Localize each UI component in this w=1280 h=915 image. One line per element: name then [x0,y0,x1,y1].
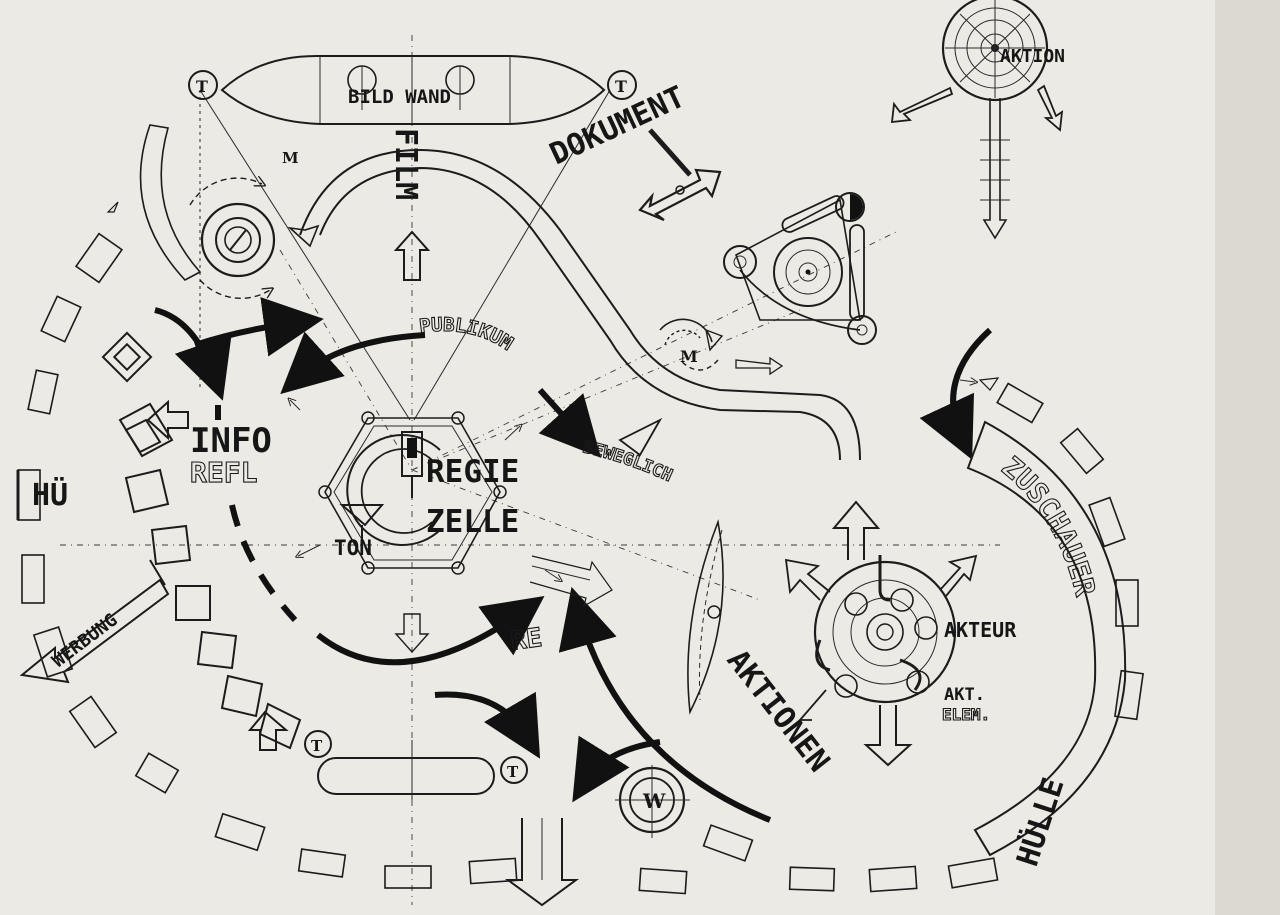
hue-box: HÜ [16,470,68,520]
heavy-arrows [154,297,993,823]
elem-label: ELEM. [942,705,990,724]
w-circle: W [615,765,690,838]
m-label-top: M [282,149,299,167]
page-edge-shade [1215,0,1280,915]
bildwand-screen [220,54,606,125]
small-arrow-icon [106,201,119,213]
bottom-capsule [317,757,495,795]
regie-zelle-hexagon [318,411,507,575]
publikum-label: PUBLIKUM [418,314,517,355]
outer-ring-segments [17,232,1144,895]
small-pointer-icon [978,377,1000,391]
t-marker-top-left: T [188,70,218,100]
akt-label: AKT. [944,685,985,705]
bottom-down-arrow-icon [504,818,580,907]
zelle-label: ZELLE [426,504,519,540]
film-up-arrow-icon [393,230,431,281]
m-label-mid: M [680,347,698,366]
lens-shape [687,519,724,715]
regie-label: REGIE [426,454,519,490]
refl-label: REFL [190,456,257,489]
ton-label: TON [334,536,372,560]
svg-text:T: T [507,763,519,781]
svg-text:W: W [642,789,666,813]
aktion-label: AKTION [1000,46,1065,67]
t-marker-bottom-left: T [304,730,332,758]
aktion-stem-ticks [980,139,1010,201]
t-marker-bottom-right: T [500,756,528,784]
huelle-label: HÜLLE [1008,773,1071,870]
beweglich-label: BEWEGLICH [581,437,675,486]
loop-arrowhead-icon [287,224,320,248]
film-loop-inner [319,166,841,461]
hue-label: HÜ [32,476,68,513]
film-loop-outer [299,148,861,461]
re-label: RE [509,623,544,657]
t-marker-top-right: T [607,70,637,100]
werbung-arrow [19,559,170,684]
dokument-double-arrow-icon [638,128,722,222]
left-container-elements [101,331,302,751]
akteur-unit [784,500,978,767]
film-label: FILM [388,128,423,200]
bildwand-label: BILD WAND [348,86,451,108]
werbung-label: WERBUNG [48,610,121,672]
info-label: INFO [190,421,272,461]
zuschauer-band [959,380,1127,857]
left-rotating-unit [139,124,276,299]
triangle-mechanism [723,192,877,345]
loop-arrowhead-2-icon [618,417,663,457]
aktion-wheel [890,0,1064,240]
svg-text:T: T [311,737,323,755]
svg-text:T: T [196,77,208,96]
svg-text:T: T [615,77,627,96]
light-arrows [290,400,613,654]
m-small-mechanism [659,318,784,376]
akteur-label: AKTEUR [944,618,1017,642]
